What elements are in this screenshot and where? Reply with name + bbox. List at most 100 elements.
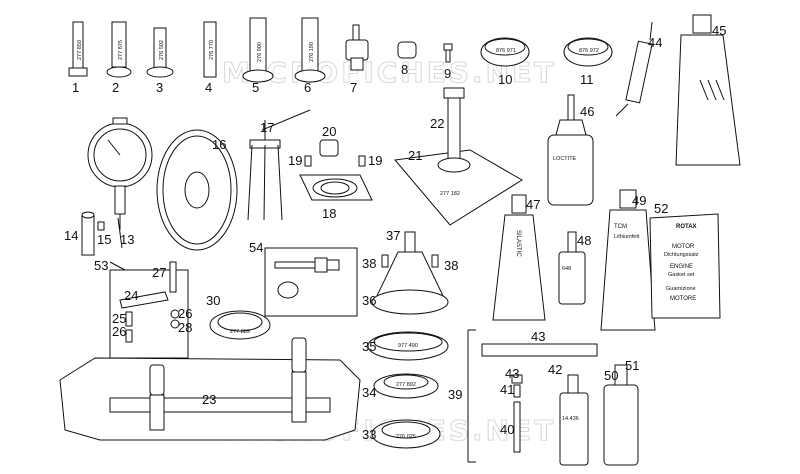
tool-2: 277 875: [106, 21, 132, 78]
code-33: 276 025: [396, 434, 416, 440]
part-14: [81, 211, 95, 256]
callout-8: 8: [401, 62, 408, 77]
code-10: 876 971: [496, 48, 516, 54]
callout-52: 52: [654, 201, 668, 216]
ring-35: 977 490: [367, 331, 449, 361]
puller-17: [247, 109, 311, 221]
kit-brand: ROTAX: [676, 224, 697, 230]
callout-4: 4: [205, 80, 212, 95]
callout-35: 35: [362, 339, 376, 354]
callout-48: 48: [577, 233, 591, 248]
code-34: 277 892: [396, 382, 416, 388]
callout-5: 5: [252, 80, 259, 95]
kit-line5: Guarnizione: [666, 286, 696, 292]
bolt-38a: [381, 254, 389, 268]
callout-47: 47: [526, 197, 540, 212]
callout-20: 20: [322, 124, 336, 139]
callout-7: 7: [350, 80, 357, 95]
tube-47: SILASTIC: [492, 194, 546, 321]
bottle-46: LOCTITE: [547, 94, 594, 206]
plate-21: 277 182: [394, 87, 523, 226]
callout-27: 27: [152, 265, 166, 280]
code-21: 277 182: [440, 191, 460, 197]
callout-22: 22: [430, 116, 444, 131]
callout-40: 40: [500, 422, 514, 437]
callout-28: 28: [178, 320, 192, 335]
callout-54: 54: [249, 240, 263, 255]
tool-8: [397, 41, 417, 59]
callout-14: 14: [64, 228, 78, 243]
code-30: 277 889: [230, 329, 250, 335]
part-20: [319, 139, 339, 157]
dial-gauge: [87, 117, 153, 230]
callout-3: 3: [156, 80, 163, 95]
lithium-brand: TCM: [614, 224, 627, 230]
silastic-label: SILASTIC: [515, 230, 521, 257]
callout-51: 51: [625, 358, 639, 373]
callout-6: 6: [304, 80, 311, 95]
callout-43a: 43: [531, 329, 545, 344]
callout-39: 39: [448, 387, 462, 402]
callout-42: 42: [548, 362, 562, 377]
tube-49: TCM Lithiumfett: [600, 189, 656, 331]
plate-18: [299, 174, 373, 201]
lithium-name: Lithiumfett: [614, 234, 640, 240]
callout-34: 34: [362, 385, 376, 400]
ring-33: 276 025: [371, 419, 441, 449]
kit-line1: MOTOR: [672, 244, 695, 250]
ring-30: 277 889: [209, 310, 271, 340]
callout-38a: 38: [362, 256, 376, 271]
tool-6: 276 190: [294, 17, 326, 83]
callout-37: 37: [386, 228, 400, 243]
bottle-51: [603, 364, 639, 466]
callout-25: 25: [112, 311, 126, 326]
loctite-46: LOCTITE: [553, 156, 577, 162]
ring-34: 277 892: [373, 373, 439, 399]
tool-5: 276 900: [242, 17, 274, 83]
bolt-38b: [431, 254, 439, 268]
callout-18: 18: [322, 206, 336, 221]
tool-7: [345, 24, 369, 71]
callout-53: 53: [94, 258, 108, 273]
tube-45: [675, 14, 741, 166]
callout-23: 23: [202, 392, 216, 407]
kit-24-28: [109, 261, 189, 359]
stand-36: [371, 231, 449, 315]
loctite-num-48: 648: [562, 266, 571, 272]
callout-9: 9: [444, 66, 451, 81]
callout-15: 15: [97, 232, 111, 247]
bottle-48: 648: [558, 231, 586, 305]
callout-50: 50: [604, 368, 618, 383]
callout-26b: 26: [112, 324, 126, 339]
callout-24: 24: [124, 288, 138, 303]
kit-line3: ENGINE: [670, 264, 693, 270]
callout-26a: 26: [178, 306, 192, 321]
callout-19a: 19: [288, 153, 302, 168]
callout-46: 46: [580, 104, 594, 119]
callout-11: 11: [580, 72, 594, 87]
kit-39-43: [467, 329, 598, 463]
code-35: 977 490: [398, 343, 418, 349]
callout-41: 41: [500, 382, 514, 397]
callout-38b: 38: [444, 258, 458, 273]
bolt-19b: [358, 155, 366, 167]
callout-19b: 19: [368, 153, 382, 168]
syringe-44: [615, 21, 653, 117]
callout-30: 30: [206, 293, 220, 308]
kit-line2: Dichtungssatz: [664, 252, 699, 258]
kit-line4: Gasket set: [668, 272, 695, 278]
tool-1: 277 850: [68, 21, 88, 77]
callout-13: 13: [120, 232, 134, 247]
callout-10: 10: [498, 72, 512, 87]
callout-49: 49: [632, 193, 646, 208]
tool-54: [264, 247, 358, 317]
callouts: 1 2 3 4 5 6 7 8 9 10 11 13 14 15 16 17 1…: [64, 23, 726, 442]
kit-line6: MOTORE: [670, 296, 696, 302]
code-6: 276 190: [309, 42, 315, 62]
callout-17: 17: [260, 120, 274, 135]
callout-33: 33: [362, 427, 376, 442]
callout-16: 16: [212, 137, 226, 152]
bottle-50: 14.436: [559, 374, 589, 466]
code-5: 276 900: [257, 42, 263, 62]
